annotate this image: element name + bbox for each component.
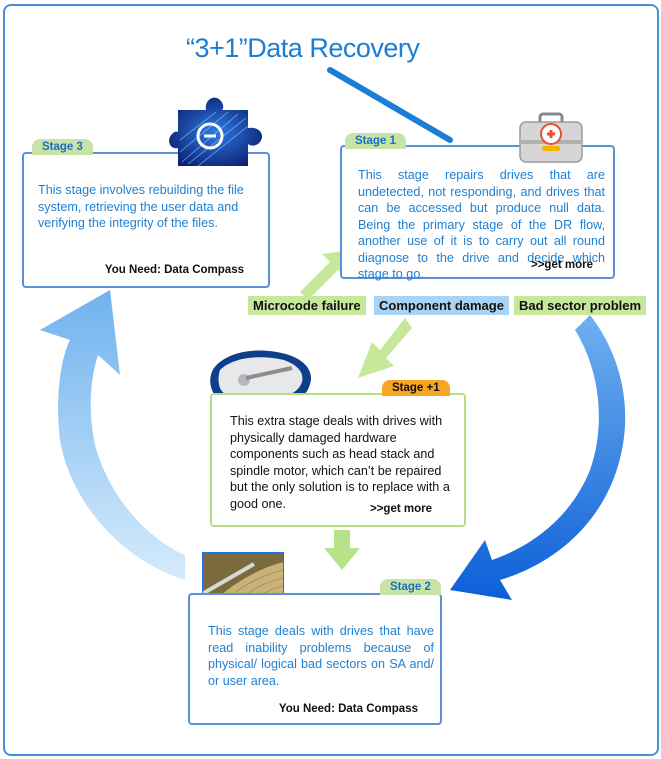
stage3-box: This stage involves rebuilding the file … xyxy=(22,152,270,288)
left-curved-arrow xyxy=(40,290,185,580)
right-curved-arrow xyxy=(450,315,626,600)
stage-plus1-get-more-link[interactable]: >>get more xyxy=(370,503,432,515)
stage1-get-more-link[interactable]: >>get more xyxy=(531,259,593,271)
microcode-failure-label: Microcode failure xyxy=(248,296,366,315)
microcode-arrow xyxy=(300,250,350,300)
component-damage-label: Component damage xyxy=(374,296,509,315)
down-arrow xyxy=(324,530,360,570)
stage3-need: You Need: Data Compass xyxy=(104,264,244,276)
puzzle-icon xyxy=(168,92,270,172)
stage-plus1-box: This extra stage deals with drives with … xyxy=(210,393,466,527)
stage2-box: This stage deals with drives that have r… xyxy=(188,593,442,725)
stage2-text: This stage deals with drives that have r… xyxy=(208,624,434,688)
stage3-text: This stage involves rebuilding the file … xyxy=(38,183,244,230)
stage-plus1-text: This extra stage deals with drives with … xyxy=(230,414,450,511)
stage2-need: You Need: Data Compass xyxy=(278,703,418,715)
component-arrow xyxy=(358,318,412,378)
stage-plus1-tab: Stage +1 xyxy=(382,380,450,396)
title-pointer-line xyxy=(327,67,453,143)
stage1-text: This stage repairs drives that are undet… xyxy=(358,168,605,281)
stage3-tab: Stage 3 xyxy=(32,139,93,155)
bad-sector-problem-label: Bad sector problem xyxy=(514,296,647,315)
stage1-box: This stage repairs drives that are undet… xyxy=(340,145,615,281)
stage1-tab: Stage 1 xyxy=(345,133,406,149)
first-aid-kit-icon xyxy=(516,110,586,166)
stage2-tab: Stage 2 xyxy=(380,579,441,595)
page-title: “3+1”Data Recovery xyxy=(186,33,420,63)
